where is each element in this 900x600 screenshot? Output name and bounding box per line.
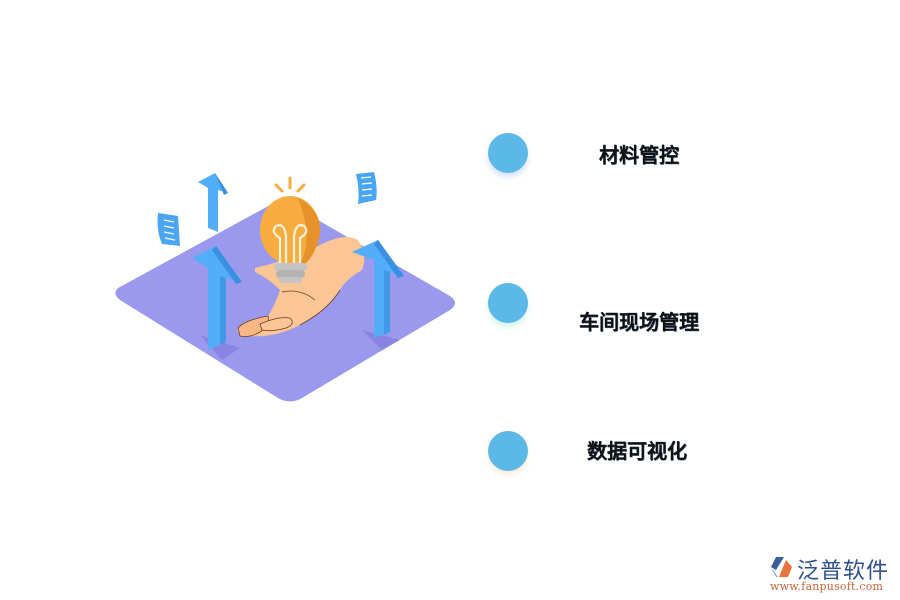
bullet-circle-icon xyxy=(488,431,528,471)
feature-item-workshop-management: 车间现场管理 xyxy=(0,0,900,334)
bullet-circle-icon xyxy=(488,283,528,323)
feature-label: 车间现场管理 xyxy=(579,310,699,334)
feature-label: 数据可视化 xyxy=(587,439,687,463)
hand-illustration xyxy=(237,236,365,337)
lightbulb-hand-illustration xyxy=(100,160,480,420)
arrow-up-icon-small xyxy=(198,173,228,232)
feature-item-data-visualization: 数据可视化 xyxy=(0,0,900,471)
brand-logo: 泛普软件 www.fanpusoft.com xyxy=(770,553,895,598)
lightbulb-icon xyxy=(260,176,321,283)
logo-url: www.fanpusoft.com xyxy=(770,580,884,593)
logo-name: 泛普软件 xyxy=(797,559,890,584)
bullet-circle-icon xyxy=(488,133,528,173)
feature-item-material-control: 材料管控 xyxy=(0,0,900,173)
document-icon-right xyxy=(356,172,377,204)
feature-label: 材料管控 xyxy=(599,143,679,167)
logo-mark-icon xyxy=(771,557,793,577)
arrow-up-icon-right xyxy=(352,240,404,338)
arrow-up-icon-left xyxy=(192,246,242,350)
document-icon-left xyxy=(157,213,180,246)
